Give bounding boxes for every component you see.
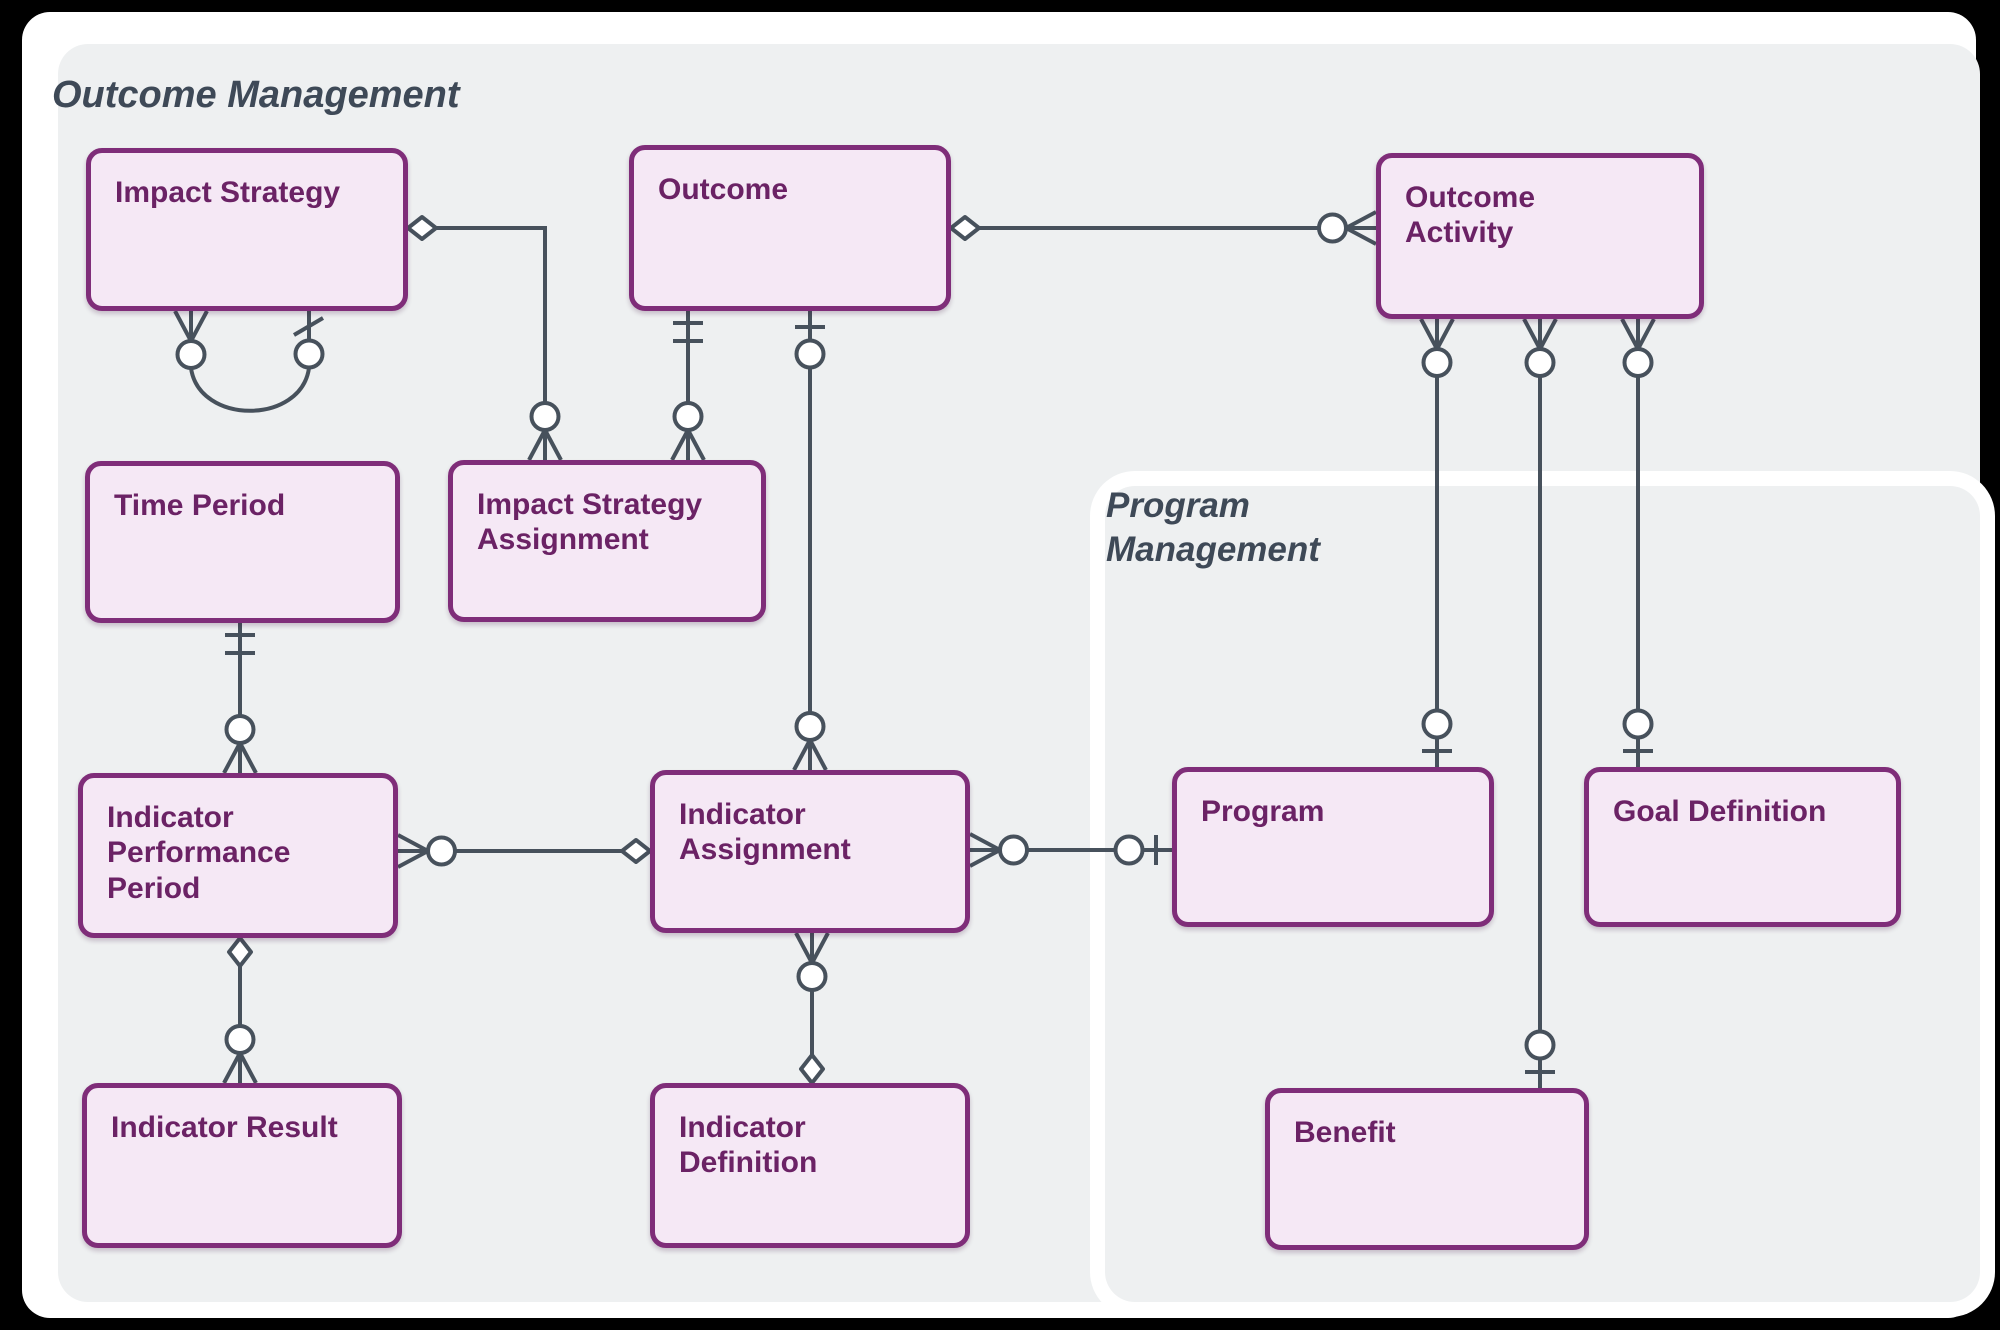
panel-title-outcome-management: Outcome Management [52,74,460,116]
entity-label: Benefit [1294,1116,1396,1149]
entity-program: Program [1172,767,1494,927]
entity-time-period: Time Period [85,461,400,623]
entity-outcome: Outcome [629,145,951,311]
entity-goal-definition: Goal Definition [1584,767,1901,927]
entity-benefit: Benefit [1265,1088,1589,1250]
entity-label: Time Period [114,489,286,522]
entity-label: Program [1201,795,1325,828]
panel-title-program-management: Program Management [1106,486,1320,569]
entity-label: Outcome [658,173,789,206]
entity-impact-strategy: Impact Strategy [86,148,408,311]
entity-label: Goal Definition [1613,795,1827,828]
entity-label: Indicator Result [111,1111,338,1144]
entity-label: Impact Strategy [115,176,341,209]
entity-indicator-result: Indicator Result [82,1083,402,1248]
